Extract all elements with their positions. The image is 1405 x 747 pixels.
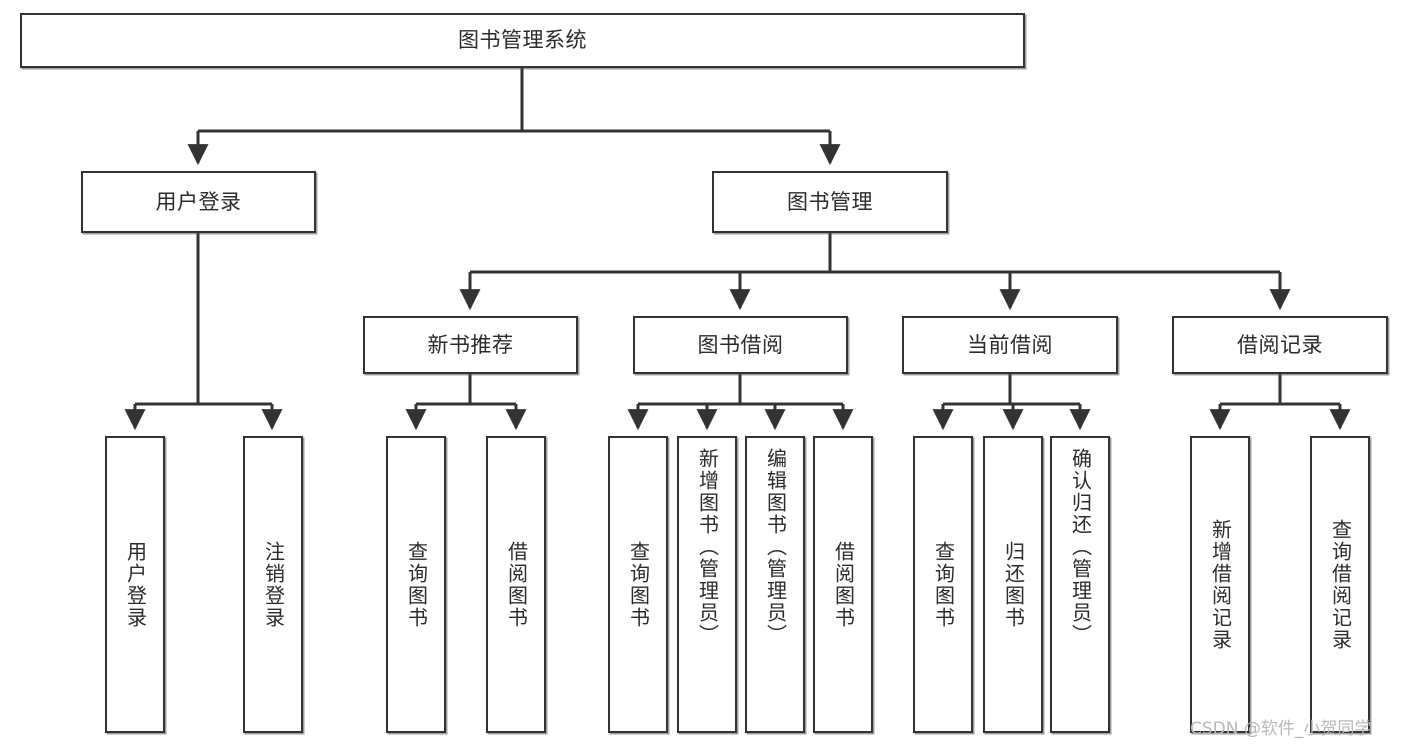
node-leaf-add-book[interactable]: 新增图书（管理员）: [677, 436, 737, 733]
node-book-borrow-label: 图书借阅: [697, 332, 784, 357]
node-leaf-query-record[interactable]: 查询借阅记录: [1310, 436, 1370, 733]
node-leaf-query-book-3-label: 查询图书: [931, 540, 956, 629]
node-leaf-borrow-book-1-label: 借阅图书: [504, 540, 529, 629]
node-leaf-return-book-label: 归还图书: [1001, 540, 1026, 629]
node-leaf-borrow-book-2[interactable]: 借阅图书: [813, 436, 873, 733]
node-new-book-rec-label: 新书推荐: [427, 332, 514, 357]
node-leaf-confirm-return-label: 确认归还（管理员）: [1068, 448, 1093, 646]
node-root-label: 图书管理系统: [458, 28, 587, 52]
node-book-manage-label: 图书管理: [787, 189, 873, 214]
node-leaf-user-login-label: 用户登录: [123, 540, 148, 629]
node-leaf-query-book-1-label: 查询图书: [404, 540, 429, 629]
node-leaf-query-book-1[interactable]: 查询图书: [386, 436, 446, 733]
node-book-borrow[interactable]: 图书借阅: [633, 316, 848, 374]
node-borrow-record[interactable]: 借阅记录: [1172, 316, 1388, 374]
node-leaf-query-book-2-label: 查询图书: [626, 540, 651, 629]
node-user-login-label: 用户登录: [155, 189, 242, 214]
node-leaf-add-record[interactable]: 新增借阅记录: [1190, 436, 1250, 733]
node-leaf-add-book-label: 新增图书（管理员）: [695, 448, 720, 646]
node-current-borrow[interactable]: 当前借阅: [902, 316, 1118, 374]
node-leaf-confirm-return[interactable]: 确认归还（管理员）: [1050, 436, 1110, 733]
node-leaf-logout[interactable]: 注销登录: [243, 436, 303, 733]
node-new-book-rec[interactable]: 新书推荐: [363, 316, 578, 374]
node-borrow-record-label: 借阅记录: [1237, 332, 1323, 357]
node-leaf-edit-book[interactable]: 编辑图书（管理员）: [745, 436, 805, 733]
node-leaf-logout-label: 注销登录: [261, 540, 286, 629]
node-leaf-query-record-label: 查询借阅记录: [1328, 518, 1353, 651]
node-leaf-return-book[interactable]: 归还图书: [983, 436, 1043, 733]
node-leaf-borrow-book-1[interactable]: 借阅图书: [486, 436, 546, 733]
node-current-borrow-label: 当前借阅: [967, 332, 1053, 357]
node-leaf-query-book-2[interactable]: 查询图书: [608, 436, 668, 733]
node-book-manage[interactable]: 图书管理: [712, 171, 948, 233]
node-root[interactable]: 图书管理系统: [20, 13, 1025, 68]
node-leaf-edit-book-label: 编辑图书（管理员）: [763, 448, 788, 646]
node-leaf-user-login[interactable]: 用户登录: [105, 436, 165, 733]
node-user-login[interactable]: 用户登录: [81, 171, 316, 233]
node-leaf-borrow-book-2-label: 借阅图书: [831, 540, 856, 629]
node-leaf-add-record-label: 新增借阅记录: [1208, 518, 1233, 651]
csdn-watermark: CSDN @软件_小贺同学: [1190, 719, 1372, 739]
node-leaf-query-book-3[interactable]: 查询图书: [913, 436, 973, 733]
